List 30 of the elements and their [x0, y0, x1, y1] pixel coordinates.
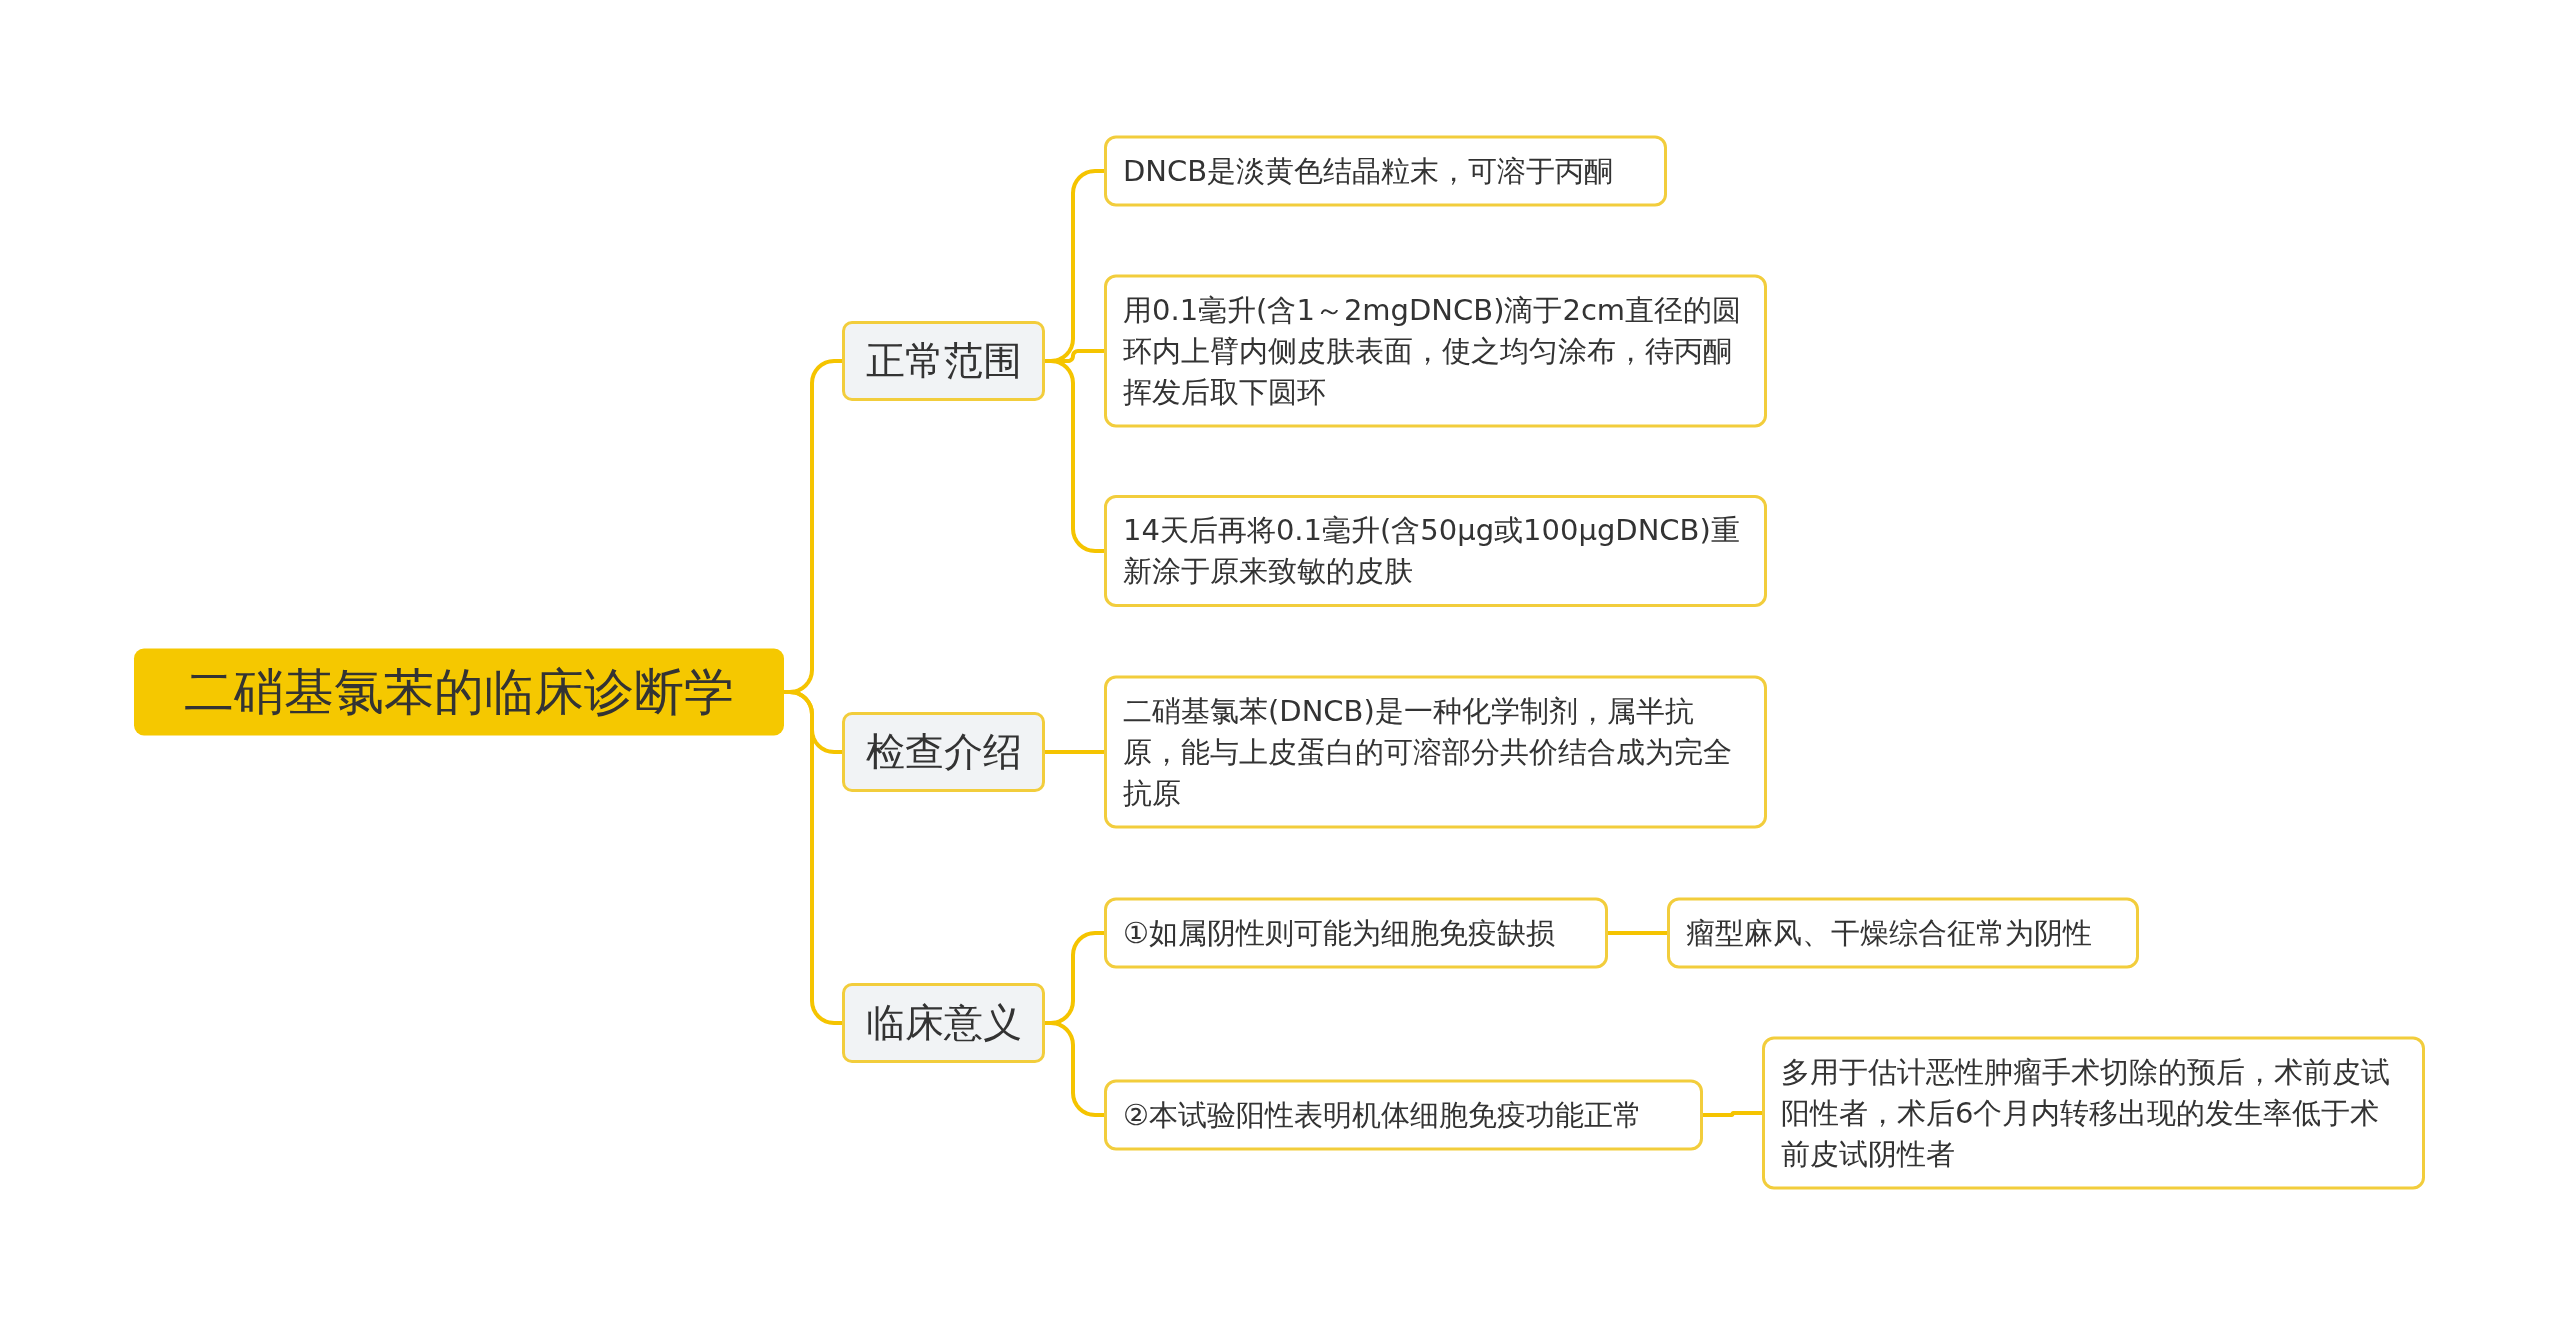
topic-text: 多用于估计恶性肿瘤手术切除的预后，术前皮试阳性者，术后6个月内转移出现的发生率低于术前皮试阴性者: [1781, 1053, 2391, 1173]
topic-text: 用0.1毫升(含1～2mgDNCB)滴于2cm直径的圆环内上臂内侧皮肤表面，使之均匀涂布，待丙酮挥发后取下圆环: [1123, 291, 1743, 411]
subtopic-box: [1762, 1036, 2425, 1190]
topic-box: [842, 712, 1045, 792]
connector-line: [1703, 1111, 1762, 1117]
subtopic-box: [1104, 1079, 1703, 1151]
subtopic-box: [1104, 897, 1608, 969]
connector-line: [784, 690, 842, 1025]
subtopic-box: [1104, 495, 1767, 607]
subtopic-box: [1104, 135, 1667, 207]
topic-text: 检查介绍: [865, 728, 1022, 776]
topic-box: [842, 983, 1045, 1063]
topic-text: ①如属阴性则可能为细胞免疫缺损: [1123, 914, 1555, 952]
topic-text: DNCB是淡黄色结晶粒末，可溶于丙酮: [1123, 152, 1614, 190]
connector-line: [1045, 359, 1104, 553]
topic-text: 正常范围: [865, 337, 1022, 385]
topic-text: ②本试验阳性表明机体细胞免疫功能正常: [1123, 1096, 1642, 1134]
subtopic-box: [1104, 675, 1767, 829]
root-topic-box: [134, 648, 784, 736]
subtopic-box: [1104, 274, 1767, 428]
topic-text: 二硝基氯苯的临床诊断学: [184, 661, 734, 723]
subtopic-box: [1667, 897, 2139, 969]
topic-text: 瘤型麻风、干燥综合征常为阴性: [1686, 914, 2092, 952]
connector-line: [1045, 750, 1104, 754]
connector-line: [1608, 931, 1667, 935]
connector-line: [1045, 1021, 1104, 1117]
topic-text: 二硝基氯苯(DNCB)是一种化学制剂，属半抗原，能与上皮蛋白的可溶部分共价结合成为完全抗原: [1123, 692, 1733, 812]
topic-text: 临床意义: [865, 999, 1022, 1047]
topic-box: [842, 321, 1045, 401]
topic-text: 14天后再将0.1毫升(含50μg或100μgDNCB)重新涂于原来致敏的皮肤: [1123, 512, 1741, 590]
